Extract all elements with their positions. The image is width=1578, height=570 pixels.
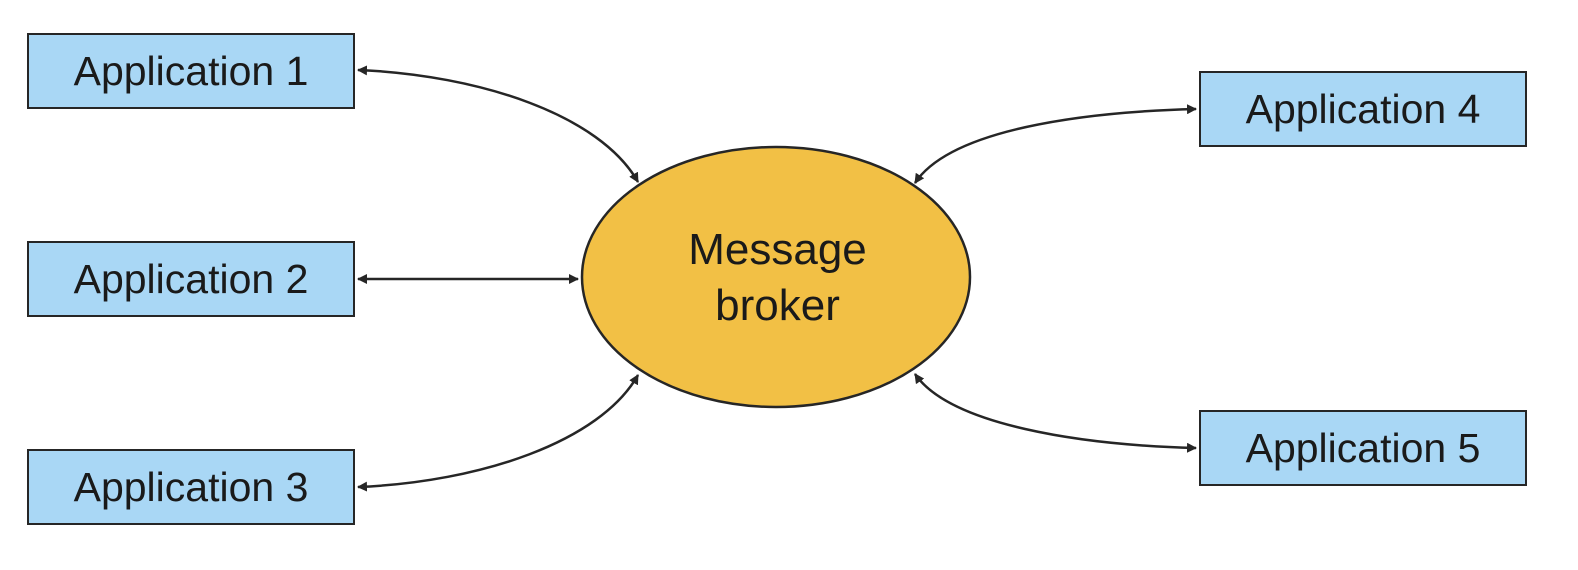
application-5-node[interactable]: Application 5 [1199, 410, 1527, 486]
connector-app1-broker [357, 65, 640, 183]
application-4-node[interactable]: Application 4 [1199, 71, 1527, 147]
application-3-label: Application 3 [73, 463, 309, 510]
application-3-node[interactable]: Application 3 [27, 449, 355, 525]
connector-app3-broker [357, 374, 640, 492]
application-1-label: Application 1 [73, 47, 309, 94]
application-4-label: Application 4 [1245, 85, 1481, 132]
application-2-label: Application 2 [73, 255, 309, 302]
message-broker-node[interactable] [580, 145, 972, 409]
broker-label-line2: broker [715, 281, 840, 330]
application-5-label: Application 5 [1245, 424, 1481, 471]
application-2-node[interactable]: Application 2 [27, 241, 355, 317]
connector-app5-broker [913, 373, 1197, 453]
application-1-node[interactable]: Application 1 [27, 33, 355, 109]
message-broker-label: Message broker [640, 222, 915, 334]
broker-label-line1: Message [688, 225, 867, 274]
connector-app4-broker [913, 104, 1197, 184]
